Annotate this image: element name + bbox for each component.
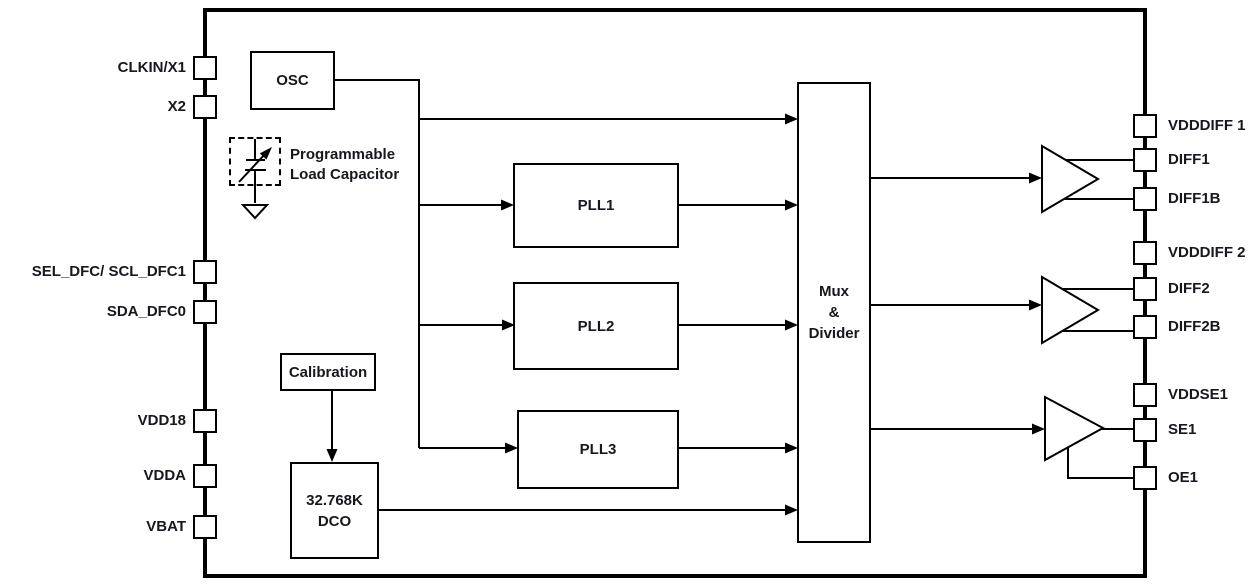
pll3-label: PLL3 xyxy=(579,441,617,458)
pin-diff2b xyxy=(1133,315,1157,339)
pin-label-vdda: VDDA xyxy=(143,467,186,484)
pll2-block: PLL2 xyxy=(513,282,679,370)
ground-icon xyxy=(240,204,270,220)
pin-vdddiff1 xyxy=(1133,114,1157,138)
pin-label-diff2: DIFF2 xyxy=(1168,280,1210,297)
osc-label: OSC xyxy=(276,72,309,89)
load-capacitor-label-line2: Load Capacitor xyxy=(290,166,400,183)
load-capacitor-block xyxy=(229,137,281,186)
pin-label-x2: X2 xyxy=(167,98,186,115)
pin-sel-dfc-scl-dfc1 xyxy=(193,260,217,284)
mux-divider-block: Mux & Divider xyxy=(797,82,871,543)
se1-buffer-icon xyxy=(1044,395,1106,462)
dco-label-line1: 32.768K xyxy=(306,491,363,509)
pin-label-diff2b: DIFF2B xyxy=(1168,318,1221,335)
buffer-output-wires xyxy=(1063,159,1133,479)
pin-se1 xyxy=(1133,418,1157,442)
calibration-block: Calibration xyxy=(280,353,376,391)
pin-vdda xyxy=(193,464,217,488)
pin-vbat xyxy=(193,515,217,539)
pll1-block: PLL1 xyxy=(513,163,679,248)
pll-output-wires xyxy=(679,204,785,449)
calibration-label: Calibration xyxy=(288,363,368,381)
pll3-block: PLL3 xyxy=(517,410,679,489)
diff1-buffer-icon xyxy=(1041,144,1100,214)
mux-label-line2: & xyxy=(828,304,840,321)
pin-vddse1 xyxy=(1133,383,1157,407)
pin-label-oe1: OE1 xyxy=(1168,469,1199,486)
pin-oe1 xyxy=(1133,466,1157,490)
pll1-label: PLL1 xyxy=(577,197,615,214)
pin-label-clkin-x1: CLKIN/X1 xyxy=(117,59,186,76)
pin-diff2 xyxy=(1133,277,1157,301)
pll2-label: PLL2 xyxy=(577,317,615,335)
arrowheads xyxy=(326,113,1045,516)
pin-label-sda-dfc0: SDA_DFC0 xyxy=(106,303,186,320)
pin-vdd18 xyxy=(193,409,217,433)
pin-label-diff1b: DIFF1B xyxy=(1168,190,1221,207)
pin-vdddiff2 xyxy=(1133,241,1157,265)
pin-clkin-x1 xyxy=(193,56,217,80)
mux-label-line3: Divider xyxy=(808,325,860,342)
load-capacitor-label-line1: Programmable xyxy=(290,146,396,163)
pin-sda-dfc0 xyxy=(193,300,217,324)
diff2-buffer-icon xyxy=(1041,275,1100,345)
load-capacitor-label: Programmable Load Capacitor xyxy=(290,145,399,185)
pin-label-diff1: DIFF1 xyxy=(1168,151,1210,168)
variable-capacitor-icon xyxy=(238,139,272,203)
pin-label-sel-dfc-scl-dfc1: SEL_DFC/ SCL_DFC1 xyxy=(31,263,186,280)
pin-label-vddse1: VDDSE1 xyxy=(1168,386,1229,403)
dco-block: 32.768K DCO xyxy=(290,462,379,559)
pin-diff1 xyxy=(1133,148,1157,172)
pin-label-vdd18: VDD18 xyxy=(137,412,186,429)
osc-block: OSC xyxy=(250,51,335,110)
pin-x2 xyxy=(193,95,217,119)
dco-label-line2: DCO xyxy=(317,512,352,530)
pin-label-vdddiff1: VDDDIFF 1 xyxy=(1168,117,1246,134)
mux-label-line1: Mux xyxy=(819,283,849,300)
pin-label-se1: SE1 xyxy=(1168,421,1197,438)
pin-diff1b xyxy=(1133,187,1157,211)
osc-output-bus xyxy=(335,79,785,449)
pin-label-vdddiff2: VDDDIFF 2 xyxy=(1168,244,1246,261)
mux-output-wires xyxy=(871,177,1033,430)
pin-label-vbat: VBAT xyxy=(146,518,186,535)
